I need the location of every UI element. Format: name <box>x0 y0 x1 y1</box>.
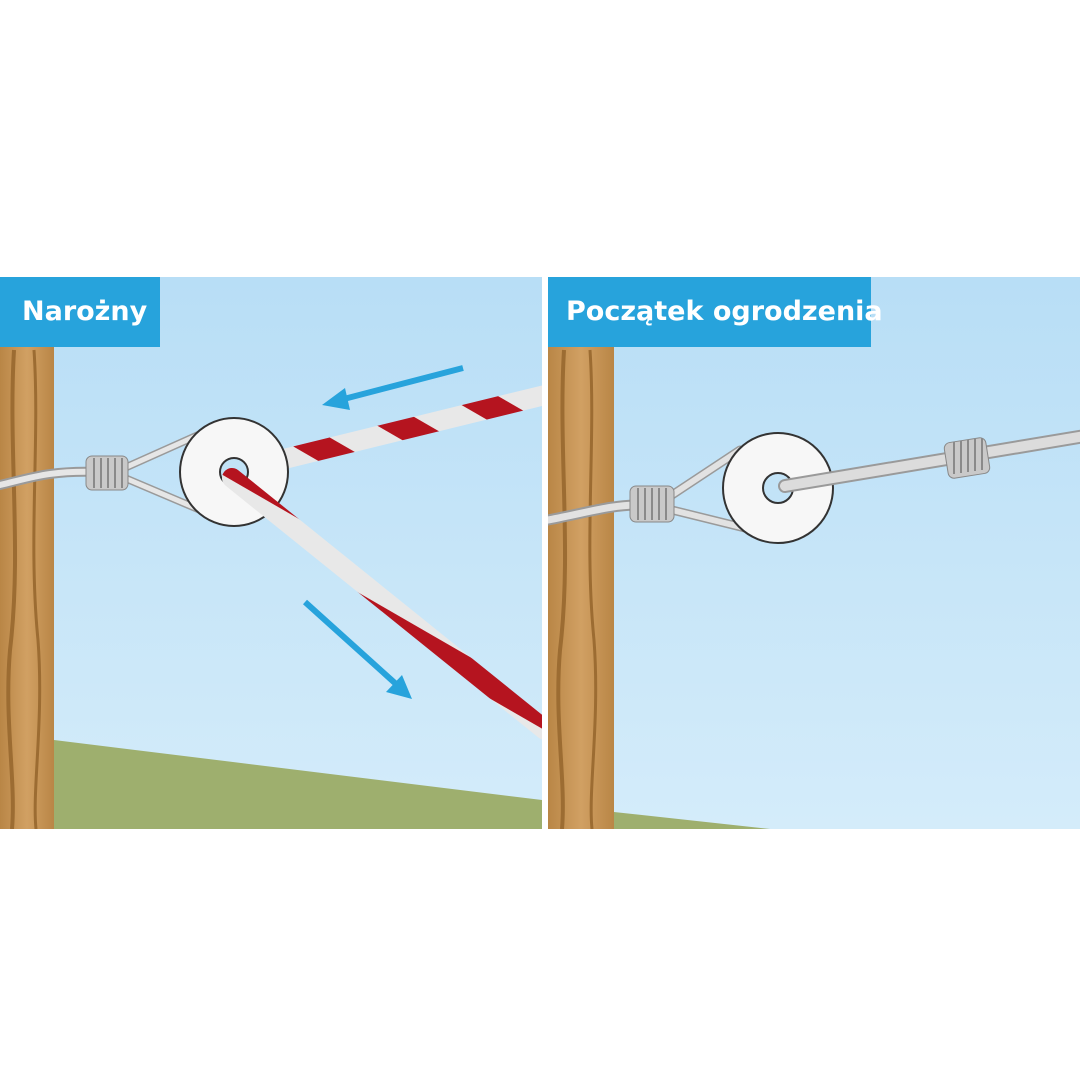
ring-insulator <box>722 432 834 544</box>
start-panel <box>548 277 1080 829</box>
tape-upper <box>277 385 542 470</box>
wooden-post <box>548 277 614 829</box>
arrow-down-right-icon <box>302 599 412 699</box>
panel-title-fence-start: Początek ogrodzenia <box>548 277 883 347</box>
corner-panel <box>0 277 542 829</box>
wire-coil <box>943 437 991 479</box>
wooden-post <box>0 277 54 829</box>
tape-lower <box>222 468 542 740</box>
arrow-left-icon <box>322 365 464 410</box>
wire-coil <box>85 455 129 491</box>
sky <box>548 277 1080 829</box>
fence-wire <box>778 429 1080 493</box>
grass <box>54 740 542 829</box>
panel-title-corner: Narożny <box>0 277 160 347</box>
grass <box>614 812 770 829</box>
wire-coil <box>629 485 675 523</box>
